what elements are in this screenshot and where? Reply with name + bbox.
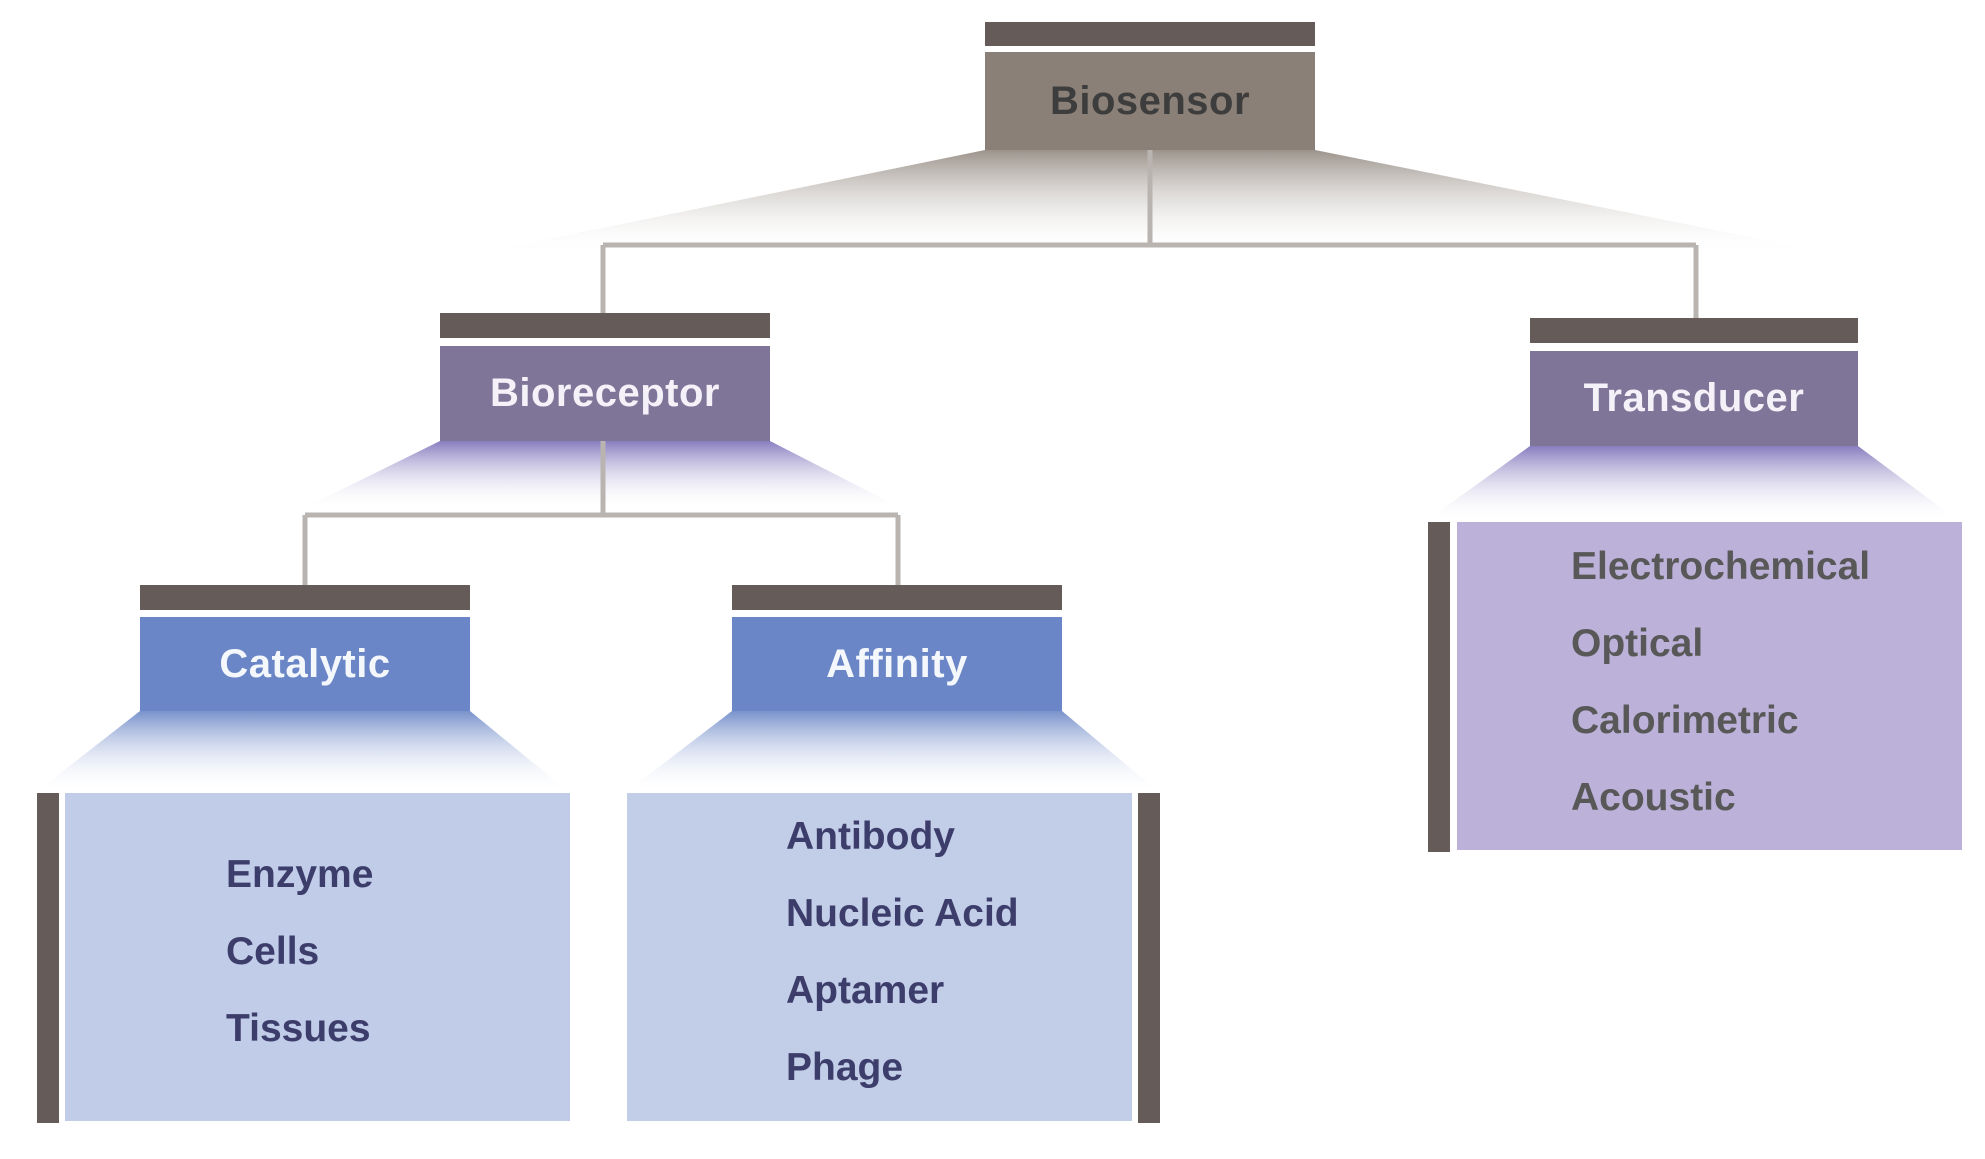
catalytic-flare — [35, 711, 570, 793]
transducer-top-bar — [1530, 318, 1858, 343]
transducer-side-bar — [1428, 522, 1450, 852]
transducer-panel — [1457, 522, 1962, 850]
transducer-item: Acoustic — [1571, 776, 1736, 819]
root-top-bar — [985, 22, 1315, 46]
catalytic-box — [140, 617, 470, 711]
affinity-item: Aptamer — [786, 969, 945, 1012]
affinity-label: Affinity — [826, 641, 968, 686]
affinity-item: Nucleic Acid — [786, 892, 1019, 935]
transducer-flare — [1425, 446, 1960, 522]
catalytic-item: Cells — [226, 930, 320, 973]
catalytic-top-bar — [140, 585, 470, 610]
catalytic-item: Tissues — [226, 1007, 371, 1050]
root-box — [985, 52, 1315, 150]
transducer-item: Calorimetric — [1571, 699, 1799, 742]
transducer-item: Electrochemical — [1571, 545, 1871, 588]
affinity-panel — [627, 793, 1132, 1121]
affinity-top-bar — [732, 585, 1062, 610]
affinity-item: Phage — [786, 1046, 904, 1089]
affinity-item: Antibody — [786, 815, 955, 858]
bioreceptor-top-bar — [440, 313, 770, 338]
transducer-item: Optical — [1571, 622, 1704, 665]
affinity-box — [732, 617, 1062, 711]
root-label: Biosensor — [1049, 78, 1251, 123]
transducer-box — [1530, 351, 1858, 446]
connector-lines — [302, 150, 1699, 585]
root-flare — [470, 150, 1840, 255]
catalytic-item: Enzyme — [226, 853, 374, 896]
affinity-flare — [625, 711, 1160, 793]
bioreceptor-box — [440, 346, 770, 441]
transducer-label: Transducer — [1583, 376, 1805, 420]
bioreceptor-label: Bioreceptor — [490, 371, 720, 415]
catalytic-label: Catalytic — [219, 641, 391, 686]
affinity-side-bar — [1138, 793, 1160, 1123]
catalytic-panel — [65, 793, 570, 1121]
catalytic-side-bar — [37, 793, 59, 1123]
